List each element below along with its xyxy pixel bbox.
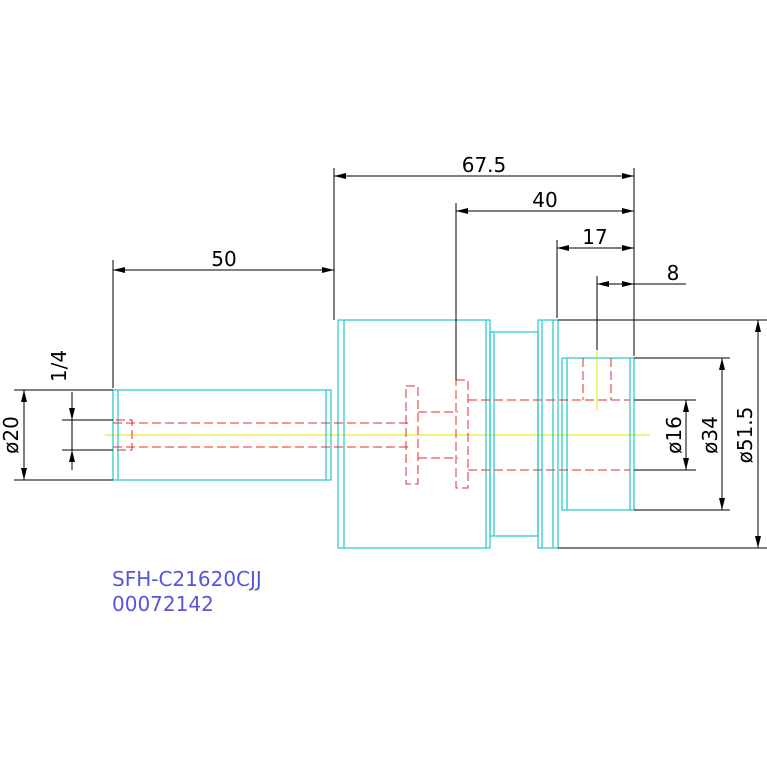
item-code: 00072142	[112, 592, 214, 616]
dim-8: 8	[667, 261, 680, 285]
dim-17: 17	[582, 225, 607, 249]
horizontal-dimensions	[112, 168, 686, 388]
model-number: SFH-C21620CJJ	[112, 567, 262, 591]
flange-outline	[537, 319, 559, 549]
dim-dia-20: ø20	[0, 416, 23, 454]
body-outline	[337, 319, 491, 549]
neck-outline	[489, 331, 539, 537]
dim-thread-1-4: 1/4	[47, 350, 71, 382]
shank-outline	[112, 389, 332, 481]
dim-67-5: 67.5	[462, 153, 507, 177]
vertical-dimensions	[14, 319, 767, 549]
dim-40: 40	[532, 188, 557, 212]
dim-50: 50	[211, 247, 236, 271]
dim-dia-34: ø34	[698, 416, 722, 454]
dim-dia-51-5: ø51.5	[733, 407, 757, 464]
hidden-lines	[113, 358, 630, 489]
dim-dia-16: ø16	[662, 416, 686, 454]
pilot-outline	[561, 357, 635, 511]
part-outline	[112, 319, 635, 549]
